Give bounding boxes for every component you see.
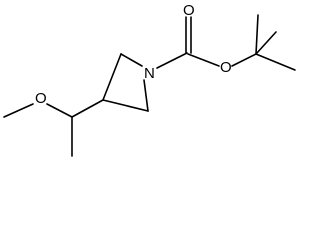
bond-ring-n1-c4 xyxy=(143,79,149,112)
bond-carbonyl-ester-o xyxy=(187,53,220,67)
atom-n-ring: N xyxy=(144,65,155,82)
bond-tbu-methyl-top xyxy=(255,14,259,55)
bond-chiral-methoxy-o xyxy=(46,103,73,118)
bond-ring-c2-n1 xyxy=(120,53,143,67)
chemical-structure: N O O O xyxy=(3,2,296,157)
bond-tbu-methyl-upper xyxy=(255,31,277,55)
atom-o-carbonyl: O xyxy=(183,2,195,19)
bond-tbu-methyl-right xyxy=(255,53,296,71)
bond-n1-carbonyl xyxy=(156,52,188,69)
bond-ring-c4-c3 xyxy=(102,99,149,112)
bond-c3-chiral-carbon xyxy=(71,99,104,118)
bond-layer xyxy=(3,14,296,157)
bond-ester-o-tbu xyxy=(231,53,257,67)
bond-ring-c3-c2 xyxy=(102,53,122,101)
atom-labels: N O O O xyxy=(35,2,232,107)
atom-o-methoxy: O xyxy=(35,90,47,107)
atom-o-ester: O xyxy=(220,59,232,76)
bond-methoxy-methyl xyxy=(3,103,34,118)
